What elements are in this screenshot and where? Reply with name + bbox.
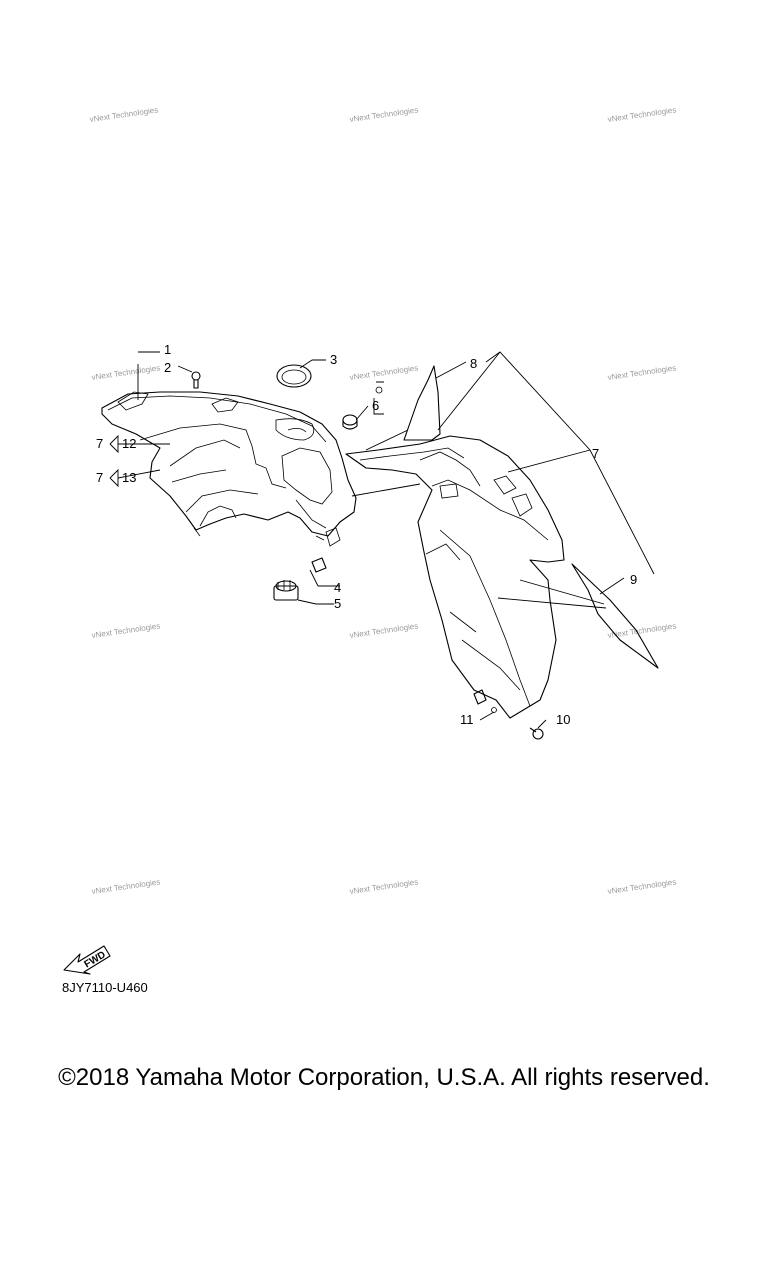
callout-2: 2 xyxy=(164,360,171,375)
side-cover-drawing xyxy=(345,435,565,719)
callout-3: 3 xyxy=(330,352,337,367)
callout-7c: 7 xyxy=(592,446,599,461)
callout-13: 13 xyxy=(122,470,136,485)
watermarks: vNext Technologies vNext Technologies vN… xyxy=(89,105,677,896)
watermark: vNext Technologies xyxy=(607,877,677,896)
watermark: vNext Technologies xyxy=(607,363,677,382)
watermark: vNext Technologies xyxy=(91,877,161,896)
watermark: vNext Technologies xyxy=(349,877,419,896)
watermark: vNext Technologies xyxy=(349,621,419,640)
callouts: 1 2 3 6 7 12 7 13 4 5 8 7 9 11 10 xyxy=(96,342,637,727)
drawing-code: 8JY7110-U460 xyxy=(62,980,148,995)
callout-9: 9 xyxy=(630,572,637,587)
callout-1: 1 xyxy=(164,342,171,357)
ring-part-3 xyxy=(276,364,312,388)
copyright-notice: ©2018 Yamaha Motor Corporation, U.S.A. A… xyxy=(58,1064,710,1091)
callout-7b: 7 xyxy=(96,470,103,485)
watermark: vNext Technologies xyxy=(89,105,159,124)
fwd-arrow: FWD xyxy=(63,945,111,975)
panel-part-9 xyxy=(571,563,659,669)
watermark: vNext Technologies xyxy=(607,105,677,124)
callout-10: 10 xyxy=(556,712,570,727)
cover-part-8 xyxy=(403,365,441,441)
watermark: vNext Technologies xyxy=(349,105,419,124)
callout-6: 6 xyxy=(372,398,379,413)
clip-part-4 xyxy=(311,557,327,573)
callout-11: 11 xyxy=(460,712,474,727)
tank-cover-drawing xyxy=(101,391,357,547)
callout-12: 12 xyxy=(122,436,136,451)
grommet-part-6 xyxy=(342,386,383,430)
callout-4: 4 xyxy=(334,580,341,595)
watermark: vNext Technologies xyxy=(91,363,161,382)
watermark: vNext Technologies xyxy=(349,363,419,382)
screw-part-2 xyxy=(191,371,201,389)
watermark: vNext Technologies xyxy=(91,621,161,640)
callout-7a: 7 xyxy=(96,436,103,451)
switch-part-5 xyxy=(273,580,299,601)
leader-lines xyxy=(109,351,655,729)
callout-5: 5 xyxy=(334,596,341,611)
callout-8: 8 xyxy=(470,356,477,371)
clip-part-11 xyxy=(473,689,497,713)
fwd-label: FWD xyxy=(82,950,107,971)
bolt-part-10 xyxy=(529,727,544,740)
